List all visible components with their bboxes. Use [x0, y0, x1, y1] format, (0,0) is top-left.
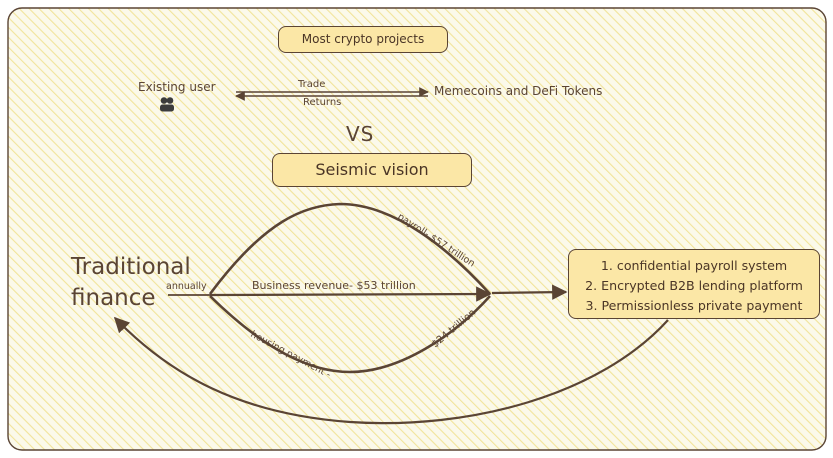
vs-label: VS	[346, 122, 375, 146]
business-revenue-label: Business revenue- $53 trillion	[252, 279, 416, 292]
housing-flow-curve	[209, 295, 491, 374]
existing-user-label: Existing user	[138, 80, 216, 94]
annually-label: annually	[166, 281, 207, 292]
trade-label: Trade	[298, 79, 326, 90]
to-outcomes-arrow	[491, 284, 568, 300]
outcomes-box: 1. confidential payroll system 2. Encryp…	[568, 249, 820, 319]
traditional-finance-label-line2: finance	[71, 285, 156, 311]
outcome-item: 2. Encrypted B2B lending platform	[585, 278, 803, 293]
user-icon	[160, 97, 174, 112]
business-revenue-arrow	[209, 286, 492, 302]
most-crypto-projects-box: Most crypto projects	[278, 26, 448, 53]
memecoins-defi-label: Memecoins and DeFi Tokens	[434, 84, 603, 98]
return-to-finance-arrow	[113, 316, 669, 425]
outcome-item: 1. confidential payroll system	[600, 258, 788, 273]
seismic-vision-box: Seismic vision	[272, 153, 472, 187]
outcome-item: 3. Permissionless private payment	[585, 298, 803, 313]
returns-label: Returns	[303, 97, 342, 108]
payroll-flow-curve	[208, 202, 491, 295]
traditional-finance-label-line1: Traditional	[71, 254, 191, 280]
